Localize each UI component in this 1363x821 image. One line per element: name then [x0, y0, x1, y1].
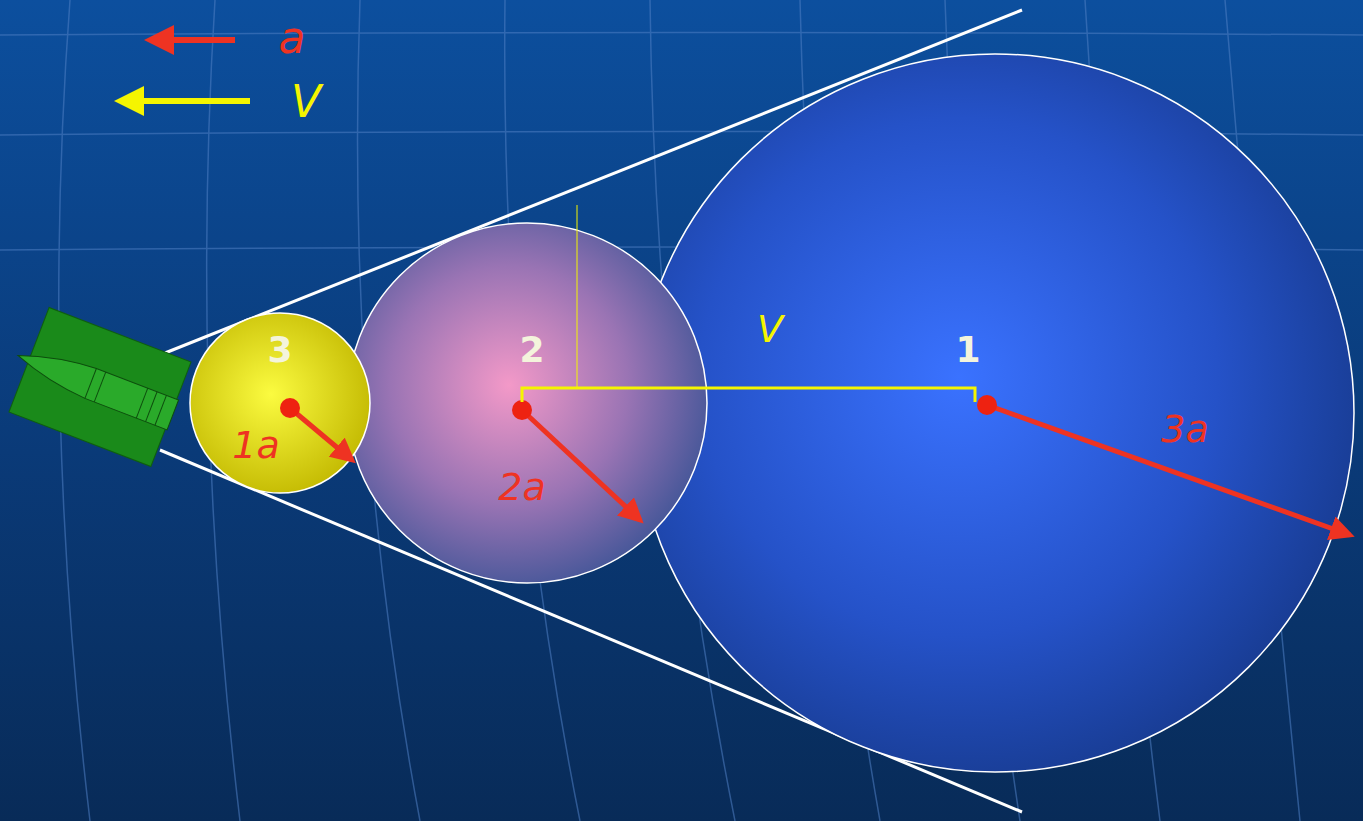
legend-label: a — [279, 14, 306, 62]
motion-circle: 2 2a — [346, 222, 708, 584]
circle-number: 1 — [955, 330, 980, 370]
legend-arrows — [120, 40, 250, 101]
circle-number: 2 — [519, 330, 544, 370]
acceleration-label: 1a — [232, 425, 279, 467]
velocity-label: V — [757, 309, 783, 351]
bullet-symbol — [0, 303, 193, 467]
circle-number: 3 — [267, 330, 292, 370]
legend-label: V — [291, 78, 321, 126]
acceleration-label: 3a — [1161, 409, 1208, 451]
acceleration-label: 2a — [498, 467, 545, 509]
circle-outline — [635, 53, 1355, 773]
motion-circle: 3 1a — [189, 312, 371, 494]
motion-circle: 1 3a — [635, 53, 1355, 773]
circle-outline — [346, 222, 708, 584]
